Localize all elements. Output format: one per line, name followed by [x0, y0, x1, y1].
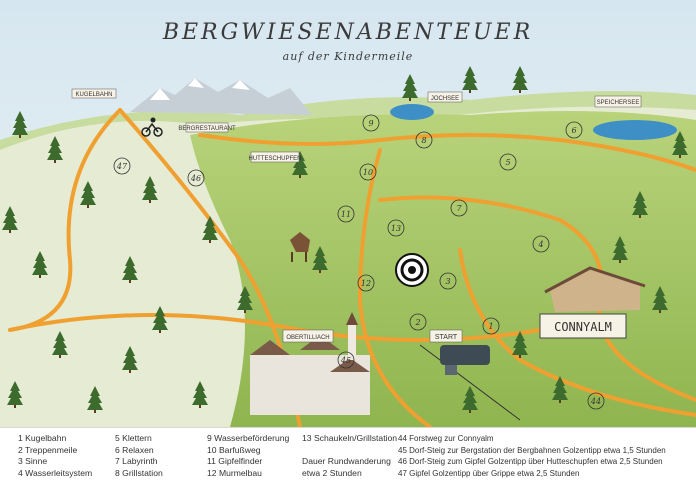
legend-item: 1 Kugelbahn — [18, 433, 67, 443]
legend-item: 13 Schaukeln/Grillstation — [302, 433, 398, 443]
mountain-icon — [130, 78, 312, 115]
sinne-disc — [395, 253, 429, 287]
station-marker-ring — [565, 121, 583, 139]
station-marker-label: 44 — [590, 397, 601, 406]
station-marker-ring — [415, 131, 433, 149]
legend-item: 7 Labyrinth — [115, 456, 158, 467]
station-marker-ring — [409, 313, 427, 331]
place-signs: KUGELBAHN BERGRESTAURANT HUTTESCHUPFEN J… — [71, 88, 642, 343]
legend-item — [302, 445, 397, 457]
cyclist-icon — [141, 117, 163, 137]
station-marker-ring — [362, 114, 380, 132]
station-marker-ring — [387, 219, 405, 237]
lake-icon — [390, 104, 434, 120]
map-illustration: KUGELBAHN BERGRESTAURANT HUTTESCHUPFEN J… — [0, 0, 696, 427]
legend: 1 Kugelbahn 2 Treppenmeile 3 Sinne 4 Was… — [0, 427, 696, 493]
village-illustration — [250, 312, 370, 415]
legend-item: Dauer Rundwanderung — [302, 456, 391, 467]
connyalm-hut — [544, 266, 646, 312]
station-marker-label: 47 — [116, 162, 128, 171]
station-marker-label: 46 — [190, 174, 201, 183]
station-marker-ring — [450, 199, 468, 217]
station-marker-ring — [187, 169, 205, 187]
sign-kugelbahn: KUGELBAHN — [75, 92, 112, 98]
signpost-icon — [71, 88, 117, 99]
sign-bergrestaurant: BERGRESTAURANT — [178, 126, 236, 132]
station-marker-label: 45 — [340, 356, 351, 365]
station-marker-label: 13 — [391, 224, 401, 233]
legend-column: 13 Schaukeln/Grillstation Dauer Rundwand… — [302, 433, 397, 479]
lake-icon — [593, 120, 677, 140]
station-marker-label: 7 — [456, 204, 462, 213]
station-marker-ring — [439, 272, 457, 290]
station-marker-label: 1 — [488, 322, 493, 331]
legend-item: 2 Treppenmeile — [18, 444, 78, 455]
station-marker-label: 10 — [363, 168, 373, 177]
deer-icon — [290, 232, 310, 262]
legend-item: 8 Grillstation — [115, 467, 163, 478]
legend-column: 9 Wasserbeförderung 10 Barfußweg 11 Gipf… — [207, 433, 289, 479]
station-marker-label: 9 — [368, 119, 373, 128]
legend-item: 6 Relaxen — [115, 444, 154, 455]
station-marker-label: 5 — [505, 158, 510, 167]
sign-hutteschupfen: HUTTESCHUPFEN — [248, 156, 301, 162]
sign-start: START — [435, 334, 458, 341]
legend-column: 1 Kugelbahn 2 Treppenmeile 3 Sinne 4 Was… — [18, 433, 92, 479]
map-title: BERGWIESENABENTEUER — [162, 20, 534, 45]
sign-connyalm: CONNYALM — [554, 320, 612, 334]
legend-item: 11 Gipfelfinder — [207, 456, 263, 467]
legend-item: 47 Gipfel Golzentipp über Grippe etwa 2,… — [398, 468, 580, 478]
station-marker-label: 4 — [537, 240, 543, 249]
map-subtitle: auf der Kindermeile — [282, 50, 414, 63]
legend-item: 4 Wasserleitsystem — [18, 467, 93, 478]
station-marker-ring — [359, 163, 377, 181]
legend-item: 46 Dorf-Steig zum Gipfel Golzentipp über… — [398, 457, 663, 467]
legend-column: 5 Klettern 6 Relaxen 7 Labyrinth 8 Grill… — [115, 433, 163, 479]
station-marker-ring — [337, 205, 355, 223]
legend-item: etwa 2 Stunden — [302, 467, 362, 478]
station-marker-ring — [532, 235, 550, 253]
station-marker-ring — [357, 274, 375, 292]
gondola-icon — [419, 344, 521, 421]
station-marker-label: 11 — [341, 210, 351, 219]
legend-item: 45 Dorf-Steig zur Bergstation der Bergba… — [398, 445, 666, 455]
station-marker-ring — [337, 351, 355, 369]
station-marker-ring — [499, 153, 517, 171]
station-marker-ring — [113, 157, 131, 175]
station-marker-label: 2 — [414, 318, 420, 327]
legend-item: 9 Wasserbeförderung — [207, 433, 290, 443]
sign-jochsee: JOCHSEE — [431, 96, 459, 102]
legend-item: 12 Murmelbau — [207, 467, 262, 478]
station-marker-ring — [482, 317, 500, 335]
station-marker-label: 6 — [571, 126, 576, 135]
legend-item: 5 Klettern — [115, 433, 152, 443]
sign-obertilliach: OBERTILLIACH — [286, 335, 329, 341]
legend-item: 44 Forstweg zur Connyalm — [398, 434, 494, 443]
legend-item: 3 Sinne — [18, 456, 48, 467]
station-marker-label: 3 — [445, 277, 450, 286]
station-marker-ring — [587, 392, 605, 410]
station-marker-label: 8 — [421, 136, 426, 145]
station-marker-label: 12 — [361, 279, 371, 288]
legend-column: 44 Forstweg zur Connyalm 45 Dorf-Steig z… — [398, 433, 666, 479]
sign-speichersee: SPEICHERSEE — [597, 100, 640, 106]
legend-item: 10 Barfußweg — [207, 444, 261, 455]
